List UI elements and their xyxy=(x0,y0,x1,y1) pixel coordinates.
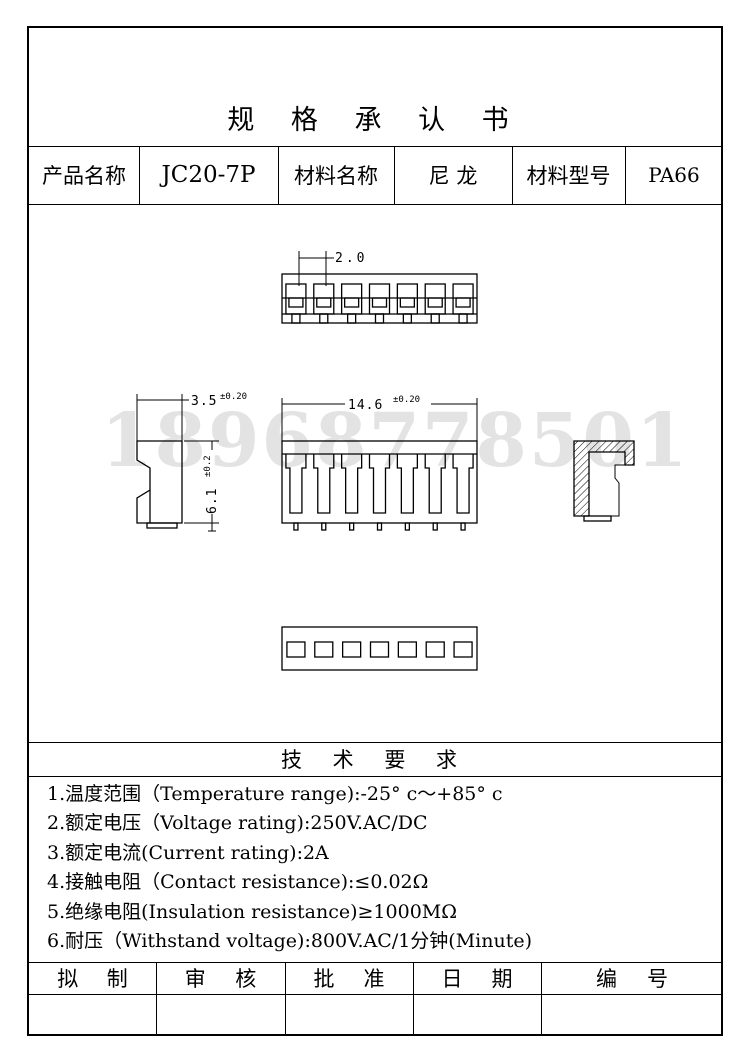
requirements-title: 技 术 要 求 xyxy=(280,748,470,772)
divider-req-list xyxy=(29,962,721,963)
length-tolerance: ±0.20 xyxy=(393,395,420,405)
signoff-reviewed: 审 核 xyxy=(156,962,285,994)
bottom-pad xyxy=(341,641,362,658)
front-pin xyxy=(321,522,327,531)
requirements-list: 1.温度范围（Temperature range):-25° c～+85° c … xyxy=(47,780,707,956)
material-name-label: 材料名称 xyxy=(294,164,378,188)
top-pin-foot xyxy=(319,313,329,324)
front-pin xyxy=(460,522,466,531)
signoff-number: 编 号 xyxy=(541,962,723,994)
header-sep xyxy=(139,146,140,204)
header-sep xyxy=(625,146,626,204)
top-contact xyxy=(427,297,443,308)
signoff-date: 日 期 xyxy=(413,962,541,994)
signoff-char: 审 xyxy=(184,967,206,991)
front-pin xyxy=(293,522,299,531)
bottom-pad xyxy=(425,641,445,658)
signoff-char: 制 xyxy=(106,967,128,991)
bottom-pad xyxy=(286,641,306,658)
top-contact xyxy=(316,297,332,308)
depth-tolerance: ±0.20 xyxy=(220,392,247,402)
requirement-item: 1.温度范围（Temperature range):-25° c～+85° c xyxy=(47,783,503,805)
height-tolerance: ±0.2 xyxy=(203,455,213,477)
signoff-sep xyxy=(541,962,542,1036)
top-pin-foot xyxy=(374,313,385,324)
top-contact xyxy=(343,297,360,308)
document-title: 规 格 承 认 书 xyxy=(227,105,523,136)
signoff-char: 编 xyxy=(596,967,617,991)
header-sep xyxy=(278,146,279,204)
depth-dimension xyxy=(136,394,189,441)
signoff-char: 期 xyxy=(491,967,513,991)
bottom-pad xyxy=(453,641,473,658)
front-pin xyxy=(348,522,355,531)
material-name-value: 尼 龙 xyxy=(428,164,478,188)
divider-signoff xyxy=(29,994,721,995)
front-slot xyxy=(368,454,391,514)
material-model-value: PA66 xyxy=(648,163,700,187)
requirement-item: 2.额定电压（Voltage rating):250V.AC/DC xyxy=(47,812,428,835)
divider-header xyxy=(29,204,721,205)
front-slot xyxy=(285,454,307,514)
pitch-label: 2.0 xyxy=(335,251,367,266)
top-contact xyxy=(288,297,304,308)
pitch-dimension xyxy=(298,251,334,286)
top-contact xyxy=(455,297,471,308)
signoff-char: 准 xyxy=(363,967,385,991)
product-name-label: 产品名称 xyxy=(42,164,126,188)
top-contact xyxy=(399,297,416,308)
front-view xyxy=(281,440,478,531)
divider-req-title xyxy=(29,776,721,777)
front-slot xyxy=(313,454,335,514)
signoff-char: 号 xyxy=(647,967,668,991)
requirement-item: 4.接触电阻（Contact resistance):≤0.02Ω xyxy=(47,871,429,894)
requirement-item: 5.绝缘电阻(Insulation resistance)≥1000MΩ xyxy=(47,900,457,923)
signoff-char: 核 xyxy=(235,967,257,991)
bottom-view xyxy=(281,626,478,671)
section-view xyxy=(573,440,635,522)
divider-title xyxy=(29,146,721,147)
bottom-pad xyxy=(369,641,390,658)
bottom-pad xyxy=(314,641,334,658)
header-sep xyxy=(394,146,395,204)
side-view xyxy=(136,440,183,529)
signoff-char: 拟 xyxy=(57,967,79,991)
signoff-approved: 批 准 xyxy=(285,962,413,994)
height-label: 6.1 xyxy=(205,488,220,514)
depth-label: 3.5 xyxy=(191,394,217,409)
requirement-item: 3.额定电流(Current rating):2A xyxy=(47,841,329,864)
front-slot xyxy=(424,454,446,514)
front-pin xyxy=(432,522,438,531)
bottom-pad xyxy=(397,641,418,658)
front-pin xyxy=(404,522,411,531)
front-pin xyxy=(376,522,383,531)
top-view xyxy=(281,273,478,324)
length-label: 14.6 xyxy=(348,398,383,413)
divider-drawing xyxy=(29,742,721,743)
material-model-label: 材料型号 xyxy=(526,164,611,188)
signoff-sep xyxy=(285,962,286,1036)
length-dimension xyxy=(281,398,478,441)
top-pin-foot xyxy=(291,313,301,324)
top-pin-foot xyxy=(458,313,468,324)
front-slot xyxy=(452,454,474,514)
signoff-drafted: 拟 制 xyxy=(29,962,156,994)
product-name-value: JC20-7P xyxy=(161,162,256,188)
front-slot xyxy=(396,454,419,514)
top-contact xyxy=(371,297,388,308)
technical-drawing: 18968778501 2.0 14 xyxy=(101,251,687,671)
signoff-sep xyxy=(156,962,157,1036)
front-slot xyxy=(340,454,363,514)
top-pin-foot xyxy=(346,313,357,324)
height-dimension xyxy=(184,440,219,532)
header-sep xyxy=(512,146,513,204)
top-pin-foot xyxy=(430,313,440,324)
requirement-item: 6.耐压（Withstand voltage):800V.AC/1分钟(Minu… xyxy=(47,929,533,952)
signoff-char: 批 xyxy=(313,967,335,991)
signoff-sep xyxy=(413,962,414,1036)
signoff-char: 日 xyxy=(441,967,463,991)
top-pin-foot xyxy=(402,313,413,324)
spec-sheet: 规 格 承 认 书 产品名称 JC20-7P 材料名称 尼 龙 材料型号 PA6… xyxy=(27,26,723,1036)
